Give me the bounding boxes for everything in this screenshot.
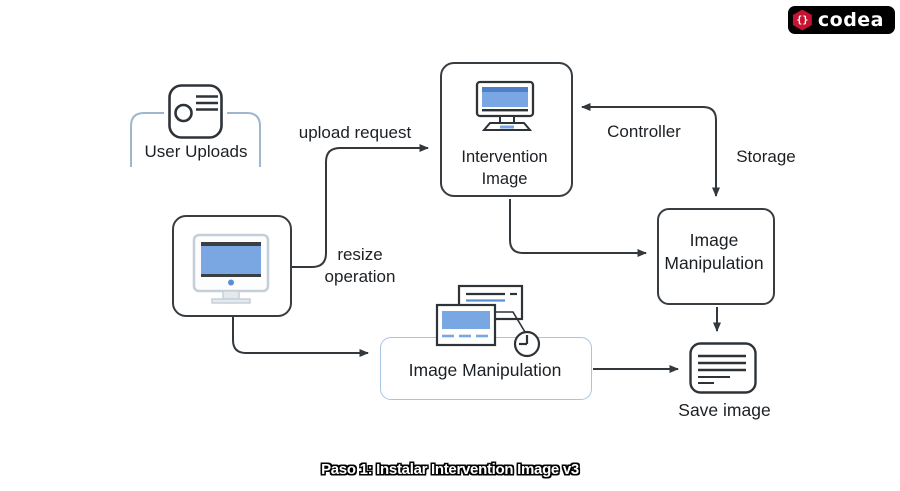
edge-intervention-to-manipulation — [509, 199, 647, 257]
image-manipulation-right-label-line1: Image — [689, 230, 739, 250]
storage-label: Storage — [736, 147, 796, 166]
resize-operation-label-line2: operation — [324, 267, 396, 286]
edge-monitor-to-manipulation — [232, 317, 369, 357]
edge-controller-storage — [581, 103, 720, 197]
brand-logo: {} codea — [787, 6, 895, 34]
edge-upload-request — [292, 144, 429, 268]
controller-label: Controller — [607, 122, 681, 141]
brand-name: codea — [817, 9, 884, 31]
resize-operation-label-line1: resize — [337, 245, 383, 264]
brand-badge-icon: {} — [792, 9, 812, 31]
upload-request-label: upload request — [298, 123, 412, 142]
image-cards-clock-icon — [435, 284, 541, 358]
intervention-image-label-line2: Image — [481, 170, 528, 188]
intervention-monitor-icon — [475, 80, 535, 131]
save-document-icon — [689, 342, 757, 394]
node-image-manipulation-bottom — [380, 337, 592, 400]
user-card-icon — [168, 84, 223, 139]
save-image-label: Save image — [678, 400, 771, 420]
image-manipulation-bottom-label: Image Manipulation — [408, 360, 562, 380]
client-monitor-icon — [192, 233, 270, 304]
image-manipulation-right-label-line2: Manipulation — [664, 252, 764, 273]
intervention-image-label-line1: Intervention — [461, 148, 548, 166]
node-image-manipulation-right — [657, 208, 775, 305]
subtitle-caption: Paso 1: Instalar Intervention Image v3 — [321, 461, 579, 478]
brand-badge-glyph: {} — [796, 14, 809, 26]
user-uploads-bracket — [130, 112, 261, 167]
user-uploads-label: User Uploads — [144, 142, 248, 161]
